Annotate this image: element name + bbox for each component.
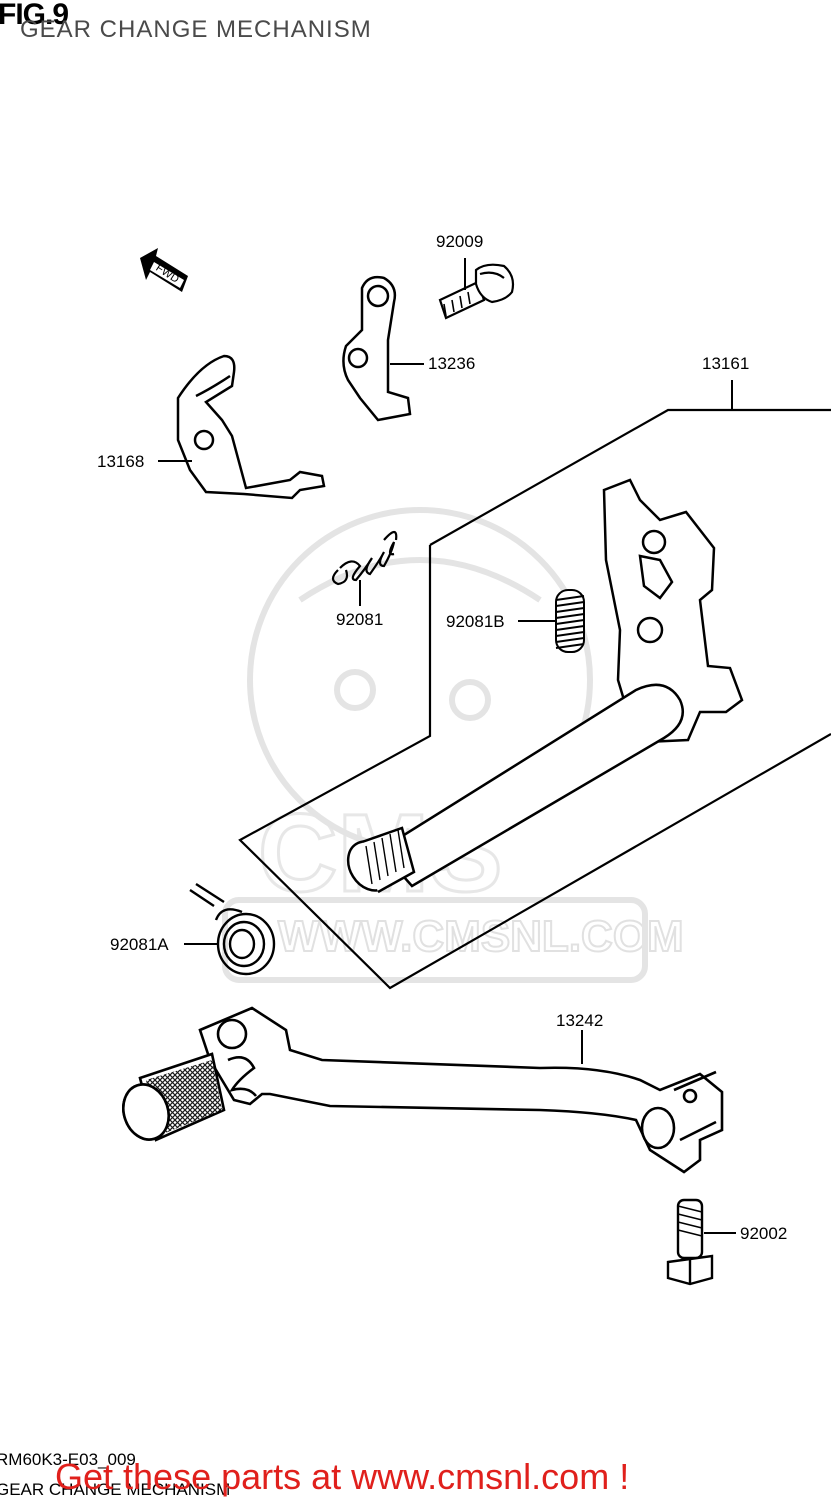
spring-92081-icon [331, 530, 398, 586]
part-label-13168[interactable]: 13168 [97, 452, 145, 471]
footer-title: GEAR CHANGE MECHANISM [0, 1480, 231, 1499]
forward-arrow-icon [140, 248, 188, 292]
bolt-92009-icon [438, 263, 515, 320]
part-label-92002[interactable]: 92002 [740, 1224, 788, 1243]
promo-link[interactable]: Get these parts at www.cmsnl.com ! [55, 1456, 630, 1497]
part-label-13242[interactable]: 13242 [556, 1011, 604, 1030]
figure-title: GEAR CHANGE MECHANISM [20, 16, 372, 43]
gear-pedal-13242-icon [122, 1006, 724, 1174]
part-label-92081A[interactable]: 92081A [110, 935, 169, 954]
guide-plate-13168-icon [176, 354, 326, 500]
part-label-13161[interactable]: 13161 [702, 354, 750, 373]
stopper-lever-13236-icon [342, 275, 412, 422]
part-label-92081[interactable]: 92081 [336, 610, 384, 629]
spring-92081B-icon [555, 589, 585, 653]
shift-arm-icon [602, 478, 744, 744]
figure-number: FIG.9 [0, 0, 69, 31]
shaft-icon [346, 683, 684, 894]
shift-shaft-13161-icon [238, 408, 831, 990]
diagram-code: RM60K3-E03_009 [0, 1450, 136, 1469]
bolt-92002-icon [666, 1198, 714, 1286]
part-label-92009[interactable]: 92009 [436, 232, 484, 251]
part-label-92081B[interactable]: 92081B [446, 612, 505, 631]
part-label-13236[interactable]: 13236 [428, 354, 476, 373]
